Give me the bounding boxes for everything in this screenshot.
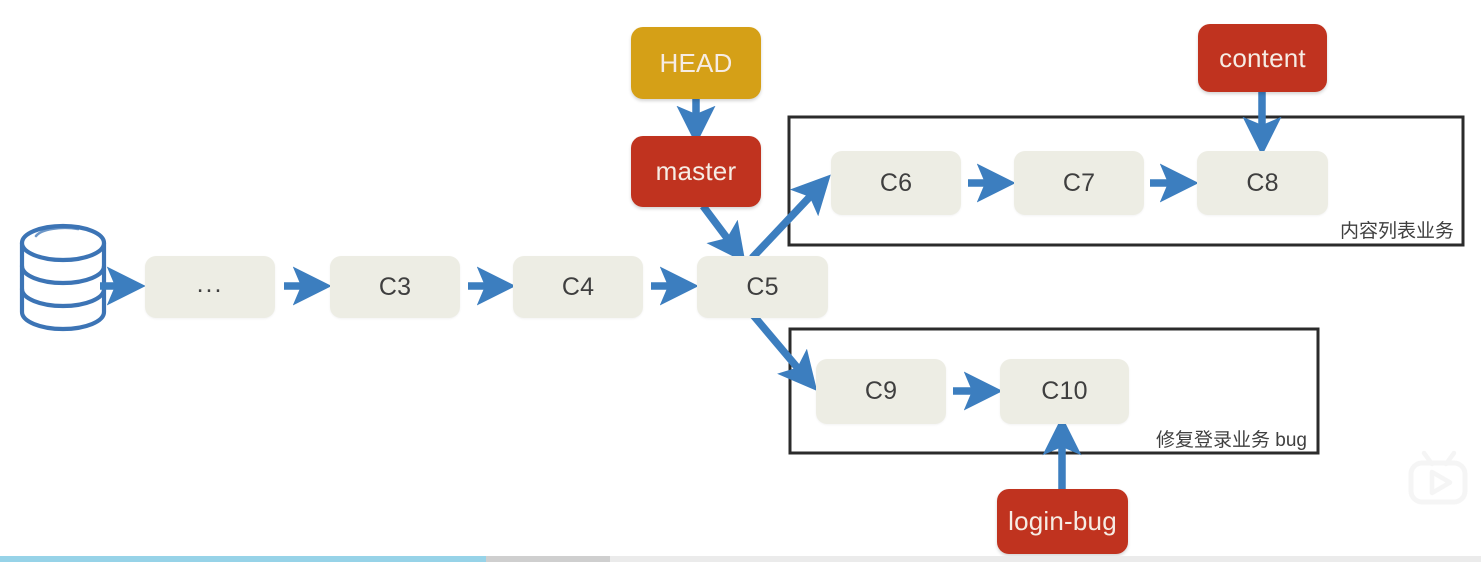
commit-node-c9[interactable]: C9 (816, 359, 946, 424)
ref-node-login-bug[interactable]: login-bug (997, 489, 1128, 554)
branch-caption-login-bug: 修复登录业务 bug (1156, 430, 1307, 451)
ref-node-master[interactable]: master (631, 136, 761, 207)
branch-caption-content: 内容列表业务 (1340, 221, 1455, 242)
commit-node-c4[interactable]: C4 (513, 256, 643, 318)
commit-node-c6[interactable]: C6 (831, 151, 961, 215)
commit-node-c5[interactable]: C5 (697, 256, 828, 318)
bilibili-tv-play-logo-icon (1408, 450, 1468, 505)
commit-node-c7[interactable]: C7 (1014, 151, 1144, 215)
commit-node-c10[interactable]: C10 (1000, 359, 1129, 424)
arrow-c5-to-c9 (750, 312, 818, 392)
arrow-master-to-c5 (700, 203, 746, 263)
ref-node-content[interactable]: content (1198, 24, 1327, 92)
video-progress-track[interactable] (0, 556, 1481, 562)
arrow-c5-to-c6 (749, 174, 831, 261)
ref-node-head[interactable]: HEAD (631, 27, 761, 99)
video-progress-played (0, 556, 486, 562)
database-cylinder-icon (19, 223, 107, 332)
commit-node-c8[interactable]: C8 (1197, 151, 1328, 215)
commit-node-ellipsis[interactable]: ... (145, 256, 275, 318)
commit-node-c3[interactable]: C3 (330, 256, 460, 318)
